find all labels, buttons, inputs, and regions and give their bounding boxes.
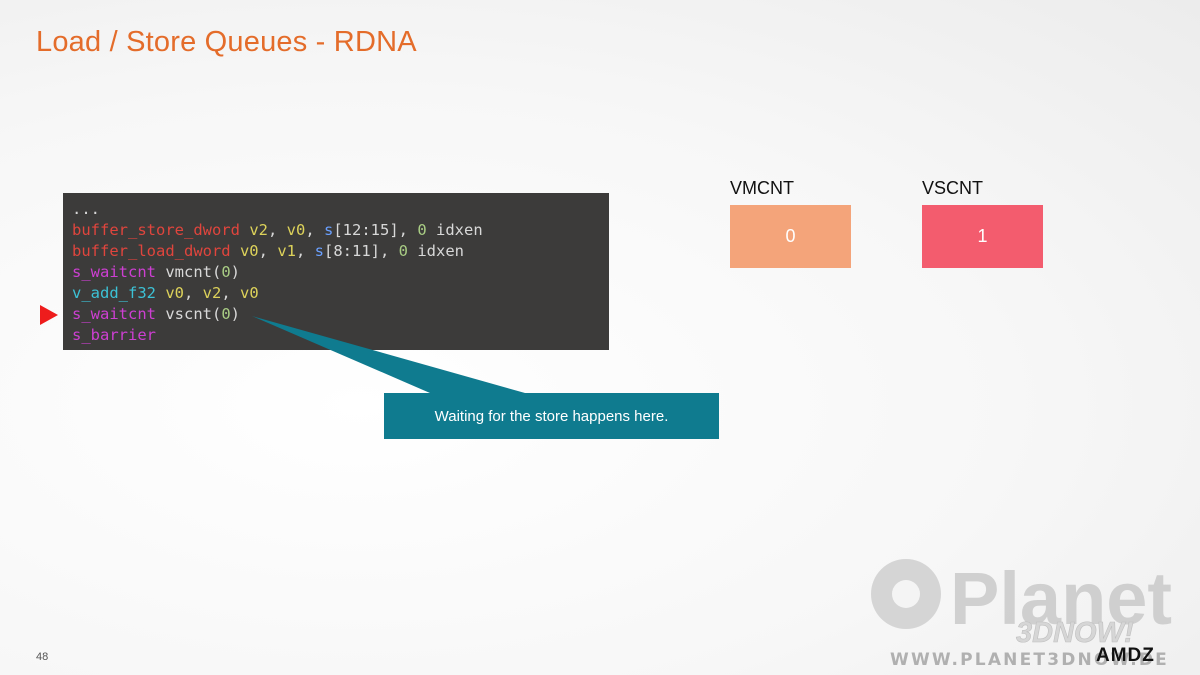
code-token: , <box>295 242 315 260</box>
code-line: buffer_load_dword v0, v1, s[8:11], 0 idx… <box>72 241 609 262</box>
code-line: s_waitcnt vmcnt(0) <box>72 262 609 283</box>
watermark-globe-ring <box>892 580 920 608</box>
code-lines: ... buffer_store_dword v2, v0, s[12:15], … <box>72 199 609 346</box>
code-token: v1 <box>277 242 296 260</box>
code-token: v2 <box>239 221 268 239</box>
code-token: ... <box>72 200 100 218</box>
code-token: [12:15] <box>333 221 399 239</box>
code-token: s <box>324 221 334 239</box>
code-token: , <box>398 221 418 239</box>
code-token: , <box>305 221 324 239</box>
code-token: s_barrier <box>72 326 156 344</box>
code-line: v_add_f32 v0, v2, v0 <box>72 283 609 304</box>
slide-title: Load / Store Queues - RDNA <box>36 26 417 58</box>
code-token: 0 <box>221 263 231 281</box>
code-token: s_waitcnt <box>72 263 156 281</box>
code-token: [8:11] <box>324 242 380 260</box>
page-number: 48 <box>36 651 49 663</box>
code-token: 0 <box>417 221 427 239</box>
code-token: buffer_store_dword <box>72 221 240 239</box>
vmcnt-box: 0 <box>730 205 851 268</box>
code-line: ... <box>72 199 609 220</box>
code-token: , <box>184 284 203 302</box>
code-token: v2 <box>202 284 222 302</box>
code-token: v_add_f32 <box>72 284 156 302</box>
vscnt-label: VSCNT <box>922 178 984 198</box>
code-token: 0 <box>398 242 409 260</box>
code-token: 0 <box>221 305 231 323</box>
code-token: v0 <box>286 221 306 239</box>
code-token: , <box>267 221 287 239</box>
code-token: vmcnt( <box>156 263 222 281</box>
code-token: v0 <box>156 284 184 302</box>
code-token: v0 <box>230 242 259 260</box>
vmcnt-value: 0 <box>785 226 796 246</box>
code-token: ) <box>230 263 241 281</box>
code-token: s <box>314 242 324 260</box>
planet3dnow-watermark-logo: Planet 3DNOW! WWW.PLANET3DNOW.DE <box>871 557 1172 670</box>
code-token: , <box>258 242 278 260</box>
code-token: buffer_load_dword <box>72 242 231 260</box>
code-token: , <box>221 284 241 302</box>
callout-text: Waiting for the store happens here. <box>434 407 669 425</box>
current-line-arrow-icon <box>40 305 58 325</box>
code-token: idxen <box>408 242 465 260</box>
vscnt-value: 1 <box>977 226 988 246</box>
watermark-subtitle: 3DNOW! <box>1016 617 1134 649</box>
code-line: s_waitcnt vscnt(0) <box>72 304 609 325</box>
code-line: s_barrier <box>72 325 609 346</box>
watermark-title: Planet <box>950 557 1172 640</box>
vscnt-box: 1 <box>922 205 1043 268</box>
amd-logo: AMDZ <box>1096 645 1155 666</box>
code-token: s_waitcnt <box>72 305 156 323</box>
vmcnt-label: VMCNT <box>730 178 794 198</box>
code-token: vscnt( <box>156 305 222 323</box>
watermark-url: WWW.PLANET3DNOW.DE <box>890 650 1169 670</box>
code-token: idxen <box>426 221 483 239</box>
code-token: v0 <box>240 284 259 302</box>
code-token: ) <box>230 305 241 323</box>
code-block: ... buffer_store_dword v2, v0, s[12:15], … <box>63 193 609 350</box>
code-token: , <box>380 242 399 260</box>
code-line: buffer_store_dword v2, v0, s[12:15], 0 i… <box>72 220 609 241</box>
callout-box: Waiting for the store happens here. <box>384 393 719 439</box>
callout-pointer-shape <box>252 316 525 393</box>
